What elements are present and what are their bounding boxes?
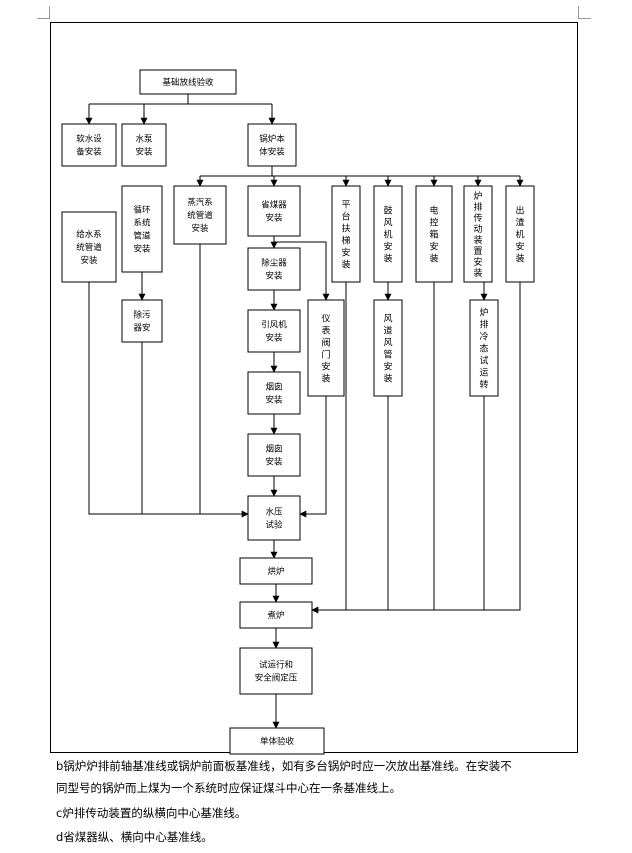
flow-node-label: 引风机安装 — [261, 320, 287, 344]
flow-node-label: 给水系统管道安装 — [76, 229, 102, 266]
flow-node-jichu: 基础放线验收 — [139, 69, 237, 95]
flow-node-lupailengtai: 炉排冷态试运转 — [469, 299, 499, 397]
flow-node-zhulu: 煮炉 — [239, 601, 313, 629]
flow-node-yancong: 烟囱安装 — [247, 433, 301, 477]
flow-connector — [299, 396, 327, 518]
flow-node-label: 出渣机安装 — [515, 205, 524, 265]
flow-node-label: 除污器安 — [133, 310, 151, 334]
flow-node-geishui: 给水系统管道安装 — [61, 211, 117, 283]
flow-node-honglu: 烘炉 — [239, 557, 313, 585]
flow-node-label: 水压试验 — [265, 507, 283, 531]
page-corner-mark-left — [37, 6, 50, 19]
flow-node-xunhuan: 循环系统管道安装 — [121, 185, 163, 273]
flow-node-label: 炉排传动装置安装 — [473, 190, 482, 279]
flow-node-label: 除尘器安装 — [261, 258, 287, 282]
flow-node-yinfeng: 引风机安装 — [247, 309, 301, 353]
flow-node-label: 炉排冷态试运转 — [479, 307, 488, 391]
flow-node-zhengqi: 蒸汽系统管道安装 — [173, 185, 227, 245]
flow-node-label: 软水设备安装 — [76, 134, 102, 158]
flow-node-label: 平台扶梯安装 — [341, 200, 350, 271]
flow-node-label: 电控箱安装 — [429, 205, 438, 265]
flow-node-ruanshui: 软水设备安装 — [61, 123, 117, 167]
flow-node-label: 烟囱安装 — [265, 444, 283, 468]
flow-node-danti: 单体验收 — [229, 727, 325, 755]
flow-node-label: 省煤器安装 — [261, 200, 287, 224]
flow-node-label: 蒸汽系统管道安装 — [187, 197, 213, 234]
flow-node-label: 试运行和安全阀定压 — [255, 660, 298, 684]
flow-node-label: 煮炉 — [267, 610, 284, 621]
flow-node-label: 烟囱安装 — [265, 382, 283, 406]
flow-node-guolu: 锅炉本体安装 — [247, 123, 297, 167]
flow-node-label: 水泵安装 — [135, 134, 153, 158]
flow-node-shuiya: 水压试验 — [247, 495, 301, 541]
flow-node-label: 烘炉 — [267, 566, 284, 577]
flow-node-yandao: 烟囱安装 — [247, 371, 301, 415]
flow-node-shiyunxing: 试运行和安全阀定压 — [239, 647, 313, 695]
flow-node-label: 仪表阀门安装 — [321, 314, 330, 385]
flow-node-fengdao: 风道风管安装 — [373, 299, 403, 397]
flow-node-shuibeng: 水泵安装 — [121, 123, 167, 167]
flow-node-label: 循环系统管道安装 — [133, 205, 151, 255]
page-corner-mark-right — [578, 6, 591, 19]
flow-node-dianqi: 电控箱安装 — [415, 185, 453, 283]
doc-line-b: b锅炉炉排前轴基准线或锅炉前面板基准线，如有多台锅炉时应一次放出基准线。在安装不 — [56, 759, 512, 773]
doc-line-d: d省煤器纵、横向中心基准线。 — [56, 830, 213, 844]
flow-node-gufeng: 鼓风机安装 — [373, 185, 403, 283]
flow-node-chuchen: 除尘器安装 — [247, 247, 301, 291]
flow-connector — [311, 282, 521, 614]
flow-node-label: 风道风管安装 — [383, 314, 392, 385]
flow-node-label: 锅炉本体安装 — [259, 134, 285, 158]
flow-connector — [274, 241, 330, 301]
flow-node-yibiao: 仪表阀门安装 — [307, 299, 345, 397]
flow-node-label: 基础放线验收 — [162, 77, 214, 88]
flow-node-label: 鼓风机安装 — [383, 205, 392, 265]
flow-node-chuzha: 出渣机安装 — [505, 185, 535, 283]
flow-node-label: 单体验收 — [260, 736, 295, 747]
flow-node-shengmei: 省煤器安装 — [247, 185, 301, 237]
flow-node-chuwu: 除污器安 — [121, 299, 163, 343]
doc-line-c: c炉排传动装置的纵横向中心基准线。 — [56, 806, 247, 820]
flow-node-lupai: 炉排传动装置安装 — [463, 185, 493, 283]
flow-connector — [88, 282, 249, 518]
doc-line-b-cont: 同型号的锅炉而上煤为一个系统时应保证煤斗中心在一条基准线上。 — [56, 781, 401, 795]
flow-node-pingtai: 平台扶梯安装 — [331, 185, 361, 283]
